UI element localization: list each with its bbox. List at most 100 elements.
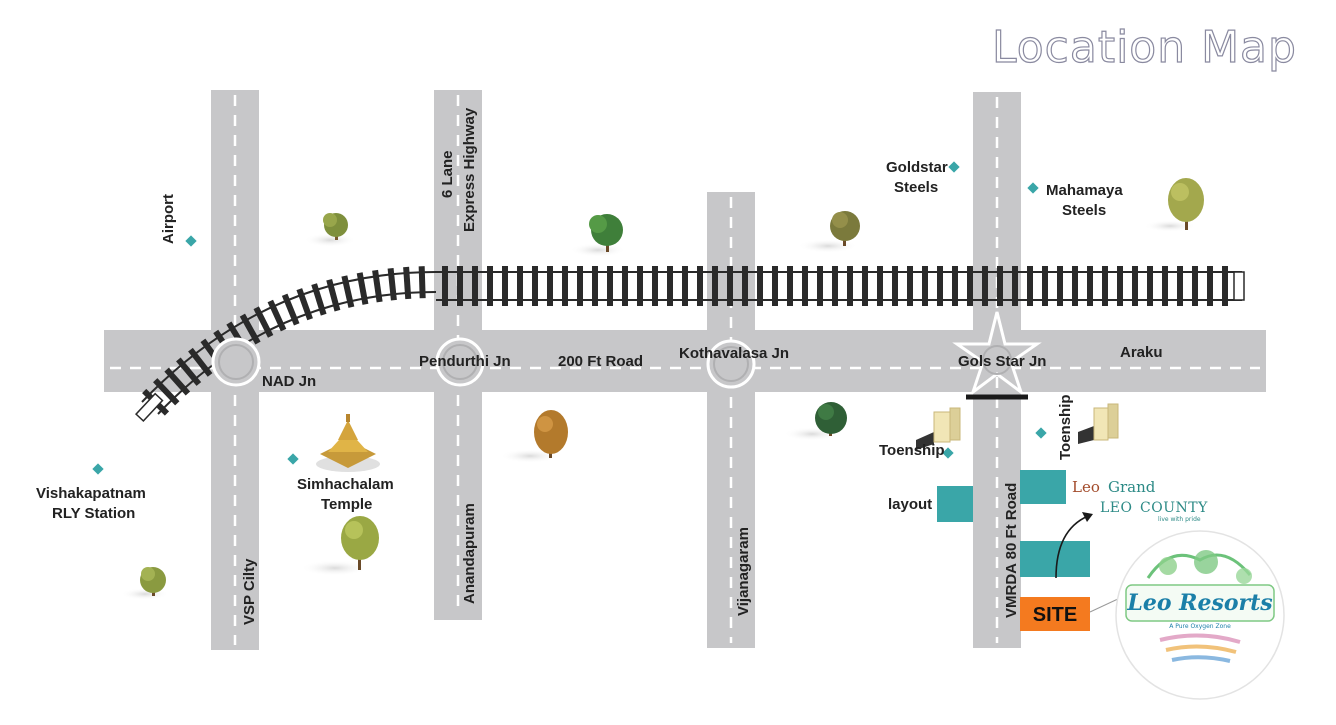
rail-sleeper [652,266,658,306]
rail-sleeper [1132,266,1138,306]
rail-sleeper [892,266,898,306]
tree-icon [121,567,169,600]
leo-grand-block [1020,470,1066,504]
main-road-label: 200 Ft Road [558,353,643,370]
gols-star-junction-inner [982,345,1012,375]
rail-sleeper [967,266,973,306]
airport-label: Airport [160,194,177,244]
rail-sleeper [356,272,369,305]
tree-icon [570,214,626,257]
tree-icon [500,410,568,463]
site-arrow-head [1082,512,1093,522]
rail-sleeper [1012,266,1018,306]
rail-sleeper [1207,266,1213,306]
tree-icon [304,213,356,247]
rail-sleeper [907,266,913,306]
pendurthi-junction-label: Pendurthi Jn [419,353,511,370]
rail-end-west [135,392,164,423]
rail-sleeper [311,283,327,316]
vijanagaram-road-label: Vijanagaram [735,527,752,616]
rail-sleeper [577,266,583,306]
rail-sleeper [326,278,341,312]
vishakapatnam-label-line2: RLY Station [52,505,135,522]
kothavalasa-junction-inner [713,346,749,382]
rail-sleeper [341,275,355,308]
rail-sleeper [982,266,988,306]
leo-county-county-text: COUNTY [1140,500,1208,516]
toenship-west-marker [942,447,954,459]
simhachalam-marker [287,453,299,465]
rail-sleeper [682,266,688,306]
rail-sleeper [922,266,928,306]
tree-icon [798,211,860,253]
trees [121,178,1204,600]
building-icon-east [1078,403,1119,444]
temple-icon [316,414,380,472]
rail-sleeper [772,266,778,306]
rail-sleeper [997,266,1003,306]
rail-sleeper [1042,266,1048,306]
express-highway-label-line1: 6 Lane [439,150,456,198]
rail-end-east [1233,271,1245,301]
rail-sleeper [547,266,553,306]
rail-sleeper [607,266,613,306]
pendurthi-junction-inner [442,344,478,380]
rail-sleeper [1057,266,1063,306]
wave-icon [1159,633,1241,644]
site-badge [1020,597,1090,631]
rail-sleeper [832,266,838,306]
rail-curve-inner [157,291,437,415]
express-highway-label-line2: Express Highway [461,107,478,232]
tree-icon [1144,178,1204,232]
site-label: SITE [1033,604,1077,626]
rail-sleeper [472,266,478,306]
roads-layer [104,90,1266,650]
nad-junction-label: NAD Jn [262,373,316,390]
leo-county-tagline: live with pride [1158,516,1201,523]
rail-sleeper [877,266,883,306]
rail-sleeper [1147,266,1153,306]
leo-county-leo-text: LEO [1100,500,1133,516]
rail-sleeper [817,266,823,306]
toenship-east-label: Toenship [1057,394,1074,460]
resort-tagline: A Pure Oxygen Zone [1169,623,1231,630]
site-pointer-line [1089,597,1121,613]
simhachalam-label-line2: Temple [321,496,372,513]
junctions [211,311,1042,400]
araku-road-label: Araku [1120,344,1163,361]
vishakapatnam-label-line1: Vishakapatnam [36,485,146,502]
anandapuram-road-label: Anandapuram [461,503,478,604]
tree-icon [301,516,379,576]
airport-marker [185,235,197,247]
rail-sleeper [592,266,598,306]
rail-sleeper [517,266,523,306]
leo-resorts-badge: Leo Resorts A Pure Oxygen Zone [1115,530,1285,700]
rail-sleeper [1162,266,1168,306]
labels: NAD Jn Pendurthi Jn 200 Ft Road Kothaval… [36,107,1208,626]
simhachalam-label-line1: Simhachalam [297,476,394,493]
rail-sleeper [1222,266,1228,306]
rail-sleeper [1102,266,1108,306]
rail-sleeper [787,266,793,306]
rail-sleeper [562,266,568,306]
rail-sleeper [727,266,733,306]
goldstar-marker [948,161,960,173]
landmark-markers [92,161,1047,475]
rail-curve-outer [141,271,437,403]
toenship-east-marker [1035,427,1047,439]
mahamaya-marker [1027,182,1039,194]
rail-sleeper [847,266,853,306]
goldstar-label-line1: Goldstar [886,159,948,176]
mahamaya-label-line1: Mahamaya [1046,182,1123,199]
rail-sleeper [487,266,493,306]
rail-sleeper [637,266,643,306]
rail-sleeper [742,266,748,306]
map-title: Location Map [992,22,1297,73]
rail-sleeper [937,266,943,306]
leo-grand-grand-text: Grand [1108,478,1156,496]
rail-sleeper [622,266,628,306]
rail-sleeper [667,266,673,306]
site-arrow [1055,515,1089,579]
rail-sleeper [697,266,703,306]
